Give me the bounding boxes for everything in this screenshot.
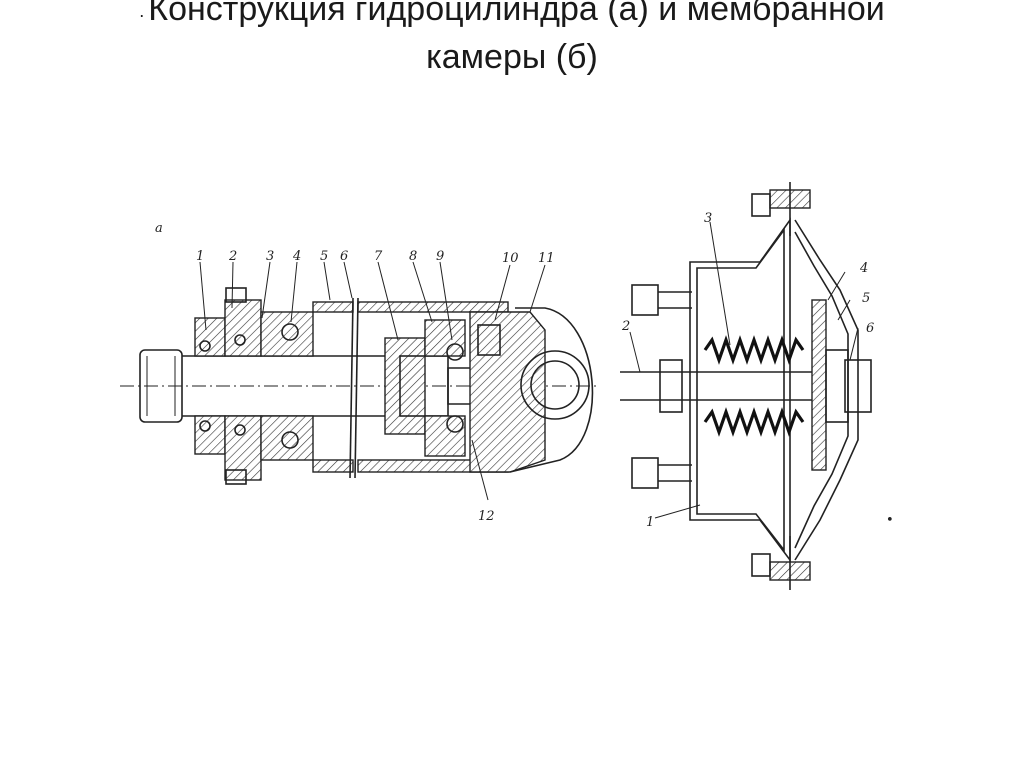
chamber-label-6: 6	[866, 321, 874, 336]
cylinder-label-2: 2	[228, 249, 237, 264]
cylinder-label-11: 11	[538, 251, 555, 266]
title-line-1: .Конструкция гидроцилиндра (а) и мембран…	[0, 0, 1024, 34]
chamber-label-3: 3	[704, 211, 712, 226]
cylinder-label-9: 9	[436, 249, 444, 264]
cylinder-head-eye	[469, 307, 594, 473]
cylinder-label-12: 12	[478, 509, 495, 524]
cylinder-label-3: 3	[266, 249, 274, 264]
chamber-label-1: 1	[646, 515, 654, 530]
cylinder-leader-lines	[199, 261, 546, 501]
cylinder-label-5: 5	[320, 249, 328, 264]
gland-assembly	[194, 287, 314, 485]
mounting-stud-top	[631, 284, 692, 316]
cylinder-label-6: 6	[340, 249, 348, 264]
cylinder-label-1: 1	[196, 249, 204, 264]
flange-bolt-top	[751, 182, 811, 236]
title-text-1: Конструкция гидроцилиндра (а) и мембранн…	[148, 0, 885, 28]
cylinder-label-8: 8	[409, 249, 417, 264]
diaphragm-chamber-drawing: 3 2 4 5 6 1 •	[620, 182, 894, 590]
chamber-label-4: 4	[859, 261, 868, 276]
cylinder-label-4: 4	[292, 249, 301, 264]
stray-mark: •	[886, 513, 894, 528]
title-line-2: камеры (б)	[426, 38, 598, 77]
mounting-stud-bottom	[631, 457, 692, 489]
piston	[384, 319, 501, 457]
hydraulic-cylinder-drawing: а	[120, 221, 600, 524]
chamber-label-2: 2	[621, 319, 630, 334]
slide-title: .Конструкция гидроцилиндра (а) и мембран…	[0, 0, 1024, 80]
cylinder-label-7: 7	[374, 249, 383, 264]
return-spring	[703, 335, 805, 365]
title-lead-mark: .	[139, 1, 145, 22]
chamber-label-5: 5	[862, 291, 870, 306]
view-a-label: а	[155, 221, 163, 236]
cylinder-label-10: 10	[502, 251, 519, 266]
flange-bolt-bottom	[751, 536, 811, 590]
